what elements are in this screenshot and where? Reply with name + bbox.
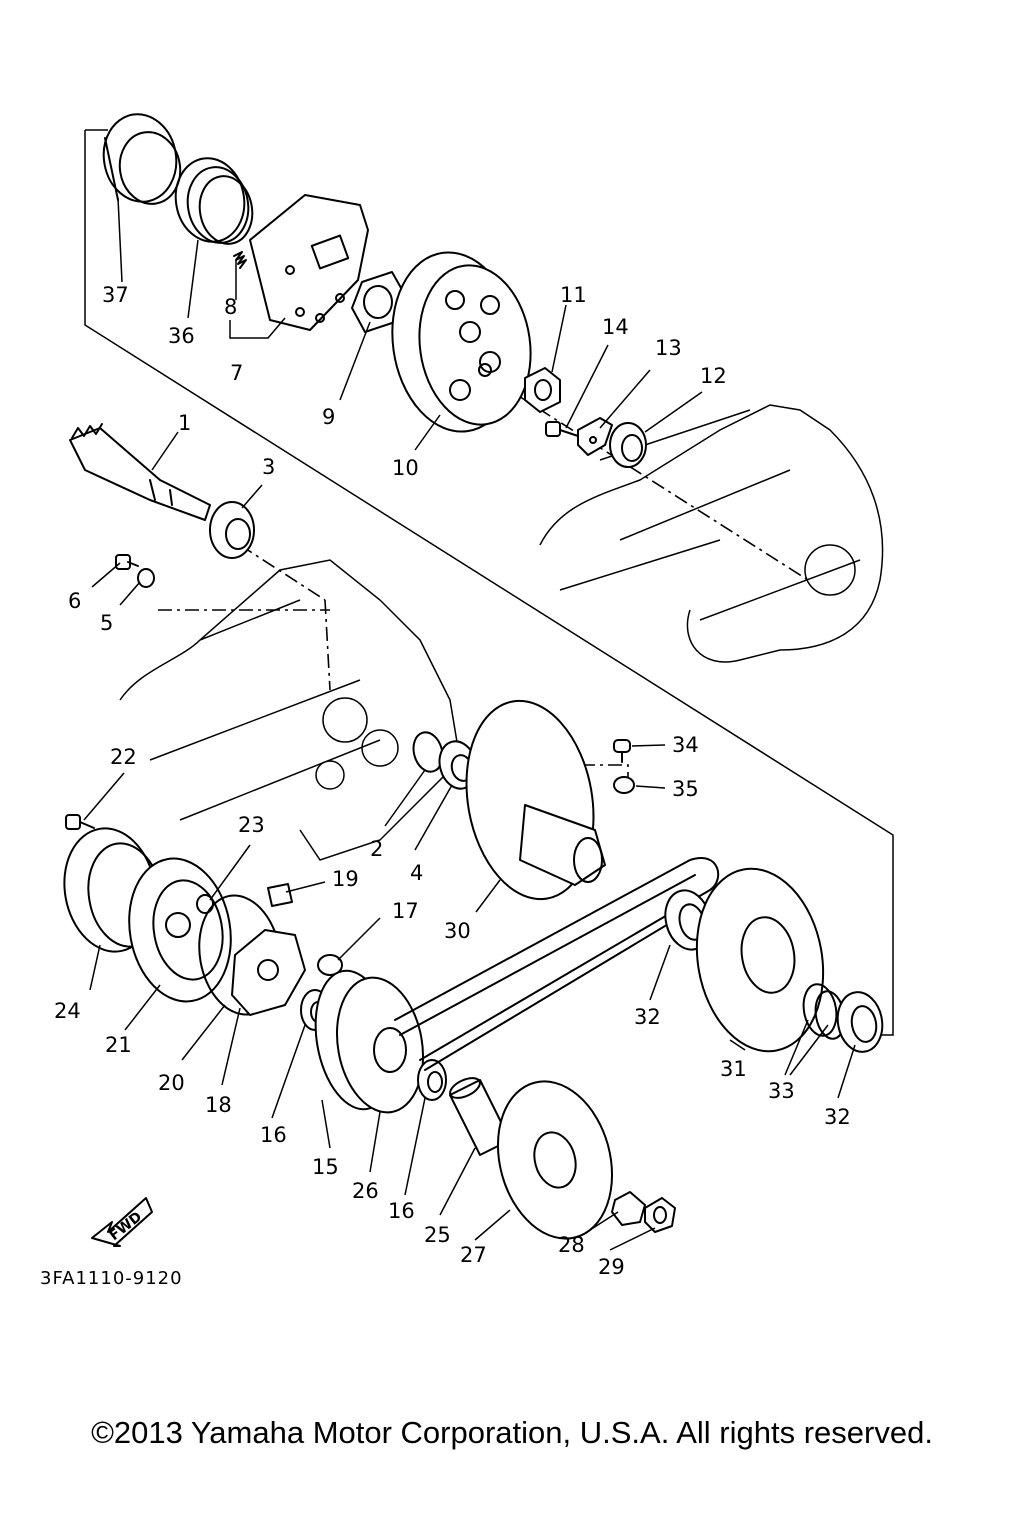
callout-6: 6 bbox=[68, 589, 81, 613]
callout-4: 4 bbox=[410, 861, 423, 885]
part-35-collar[interactable] bbox=[613, 776, 635, 794]
callout-15: 15 bbox=[312, 1155, 339, 1179]
part-2-circlip[interactable] bbox=[409, 729, 446, 775]
callout-16-left: 16 bbox=[260, 1123, 287, 1147]
callout-21: 21 bbox=[105, 1033, 132, 1057]
callout-25: 25 bbox=[424, 1223, 451, 1247]
callout-2: 2 bbox=[370, 837, 383, 861]
callout-20: 20 bbox=[158, 1071, 185, 1095]
part-27-fan-pulley[interactable] bbox=[481, 1068, 629, 1251]
crankcase-outline bbox=[119, 559, 461, 861]
part-30-sliding-sheave[interactable] bbox=[452, 691, 609, 909]
part-34-bolt[interactable] bbox=[613, 739, 631, 763]
part-37-clutch-cup[interactable] bbox=[97, 108, 186, 208]
callout-23: 23 bbox=[238, 813, 265, 837]
callout-3: 3 bbox=[262, 455, 275, 479]
callout-34: 34 bbox=[672, 733, 699, 757]
part-14-screw[interactable] bbox=[545, 421, 579, 437]
part-32-oil-seal-right[interactable] bbox=[833, 989, 887, 1056]
callout-26: 26 bbox=[352, 1179, 379, 1203]
callout-37: 37 bbox=[102, 283, 129, 307]
part-6-bolt[interactable] bbox=[115, 554, 139, 570]
part-v-belt[interactable] bbox=[394, 857, 720, 1071]
callout-14: 14 bbox=[602, 315, 629, 339]
callout-35: 35 bbox=[672, 777, 699, 801]
callout-29: 29 bbox=[598, 1255, 625, 1279]
fwd-label: FWD bbox=[106, 1209, 145, 1244]
callout-36: 36 bbox=[168, 324, 195, 348]
callout-13: 13 bbox=[655, 336, 682, 360]
callout-18: 18 bbox=[205, 1093, 232, 1117]
forward-arrow-icon: FWD bbox=[91, 1197, 153, 1247]
callout-33: 33 bbox=[768, 1079, 795, 1103]
part-18-slider-plate[interactable] bbox=[231, 929, 306, 1016]
part-22-screw[interactable] bbox=[65, 814, 95, 830]
part-11-nut[interactable] bbox=[524, 367, 561, 413]
callout-22: 22 bbox=[110, 745, 137, 769]
callout-1: 1 bbox=[178, 411, 191, 435]
callout-28: 28 bbox=[558, 1233, 585, 1257]
callout-8: 8 bbox=[224, 295, 237, 319]
part-8-small-spring[interactable] bbox=[233, 251, 247, 269]
part-36-clutch-spring[interactable] bbox=[169, 153, 257, 248]
callout-31: 31 bbox=[720, 1057, 747, 1081]
callout-5: 5 bbox=[100, 611, 113, 635]
callout-19: 19 bbox=[332, 867, 359, 891]
crankcase-cover-outline bbox=[539, 404, 884, 663]
callout-32-right: 32 bbox=[824, 1105, 851, 1129]
callout-labels: 37 36 8 7 9 10 11 14 13 12 1 3 6 5 22 34… bbox=[54, 283, 851, 1279]
part-28-washer[interactable] bbox=[611, 1191, 646, 1226]
callout-12: 12 bbox=[700, 364, 727, 388]
part-12-bearing[interactable] bbox=[609, 422, 647, 468]
leader-lines bbox=[83, 197, 856, 1251]
callout-17: 17 bbox=[392, 899, 419, 923]
callout-32-left: 32 bbox=[634, 1005, 661, 1029]
part-1-drive-shaft[interactable] bbox=[69, 423, 211, 521]
callout-9: 9 bbox=[322, 405, 335, 429]
callout-30: 30 bbox=[444, 919, 471, 943]
drawing-code: 3FA1110-9120 bbox=[40, 1268, 183, 1289]
part-7-clutch-carrier[interactable] bbox=[249, 194, 369, 331]
callout-10: 10 bbox=[392, 456, 419, 480]
callout-7: 7 bbox=[230, 361, 243, 385]
part-19-slider-block[interactable] bbox=[267, 883, 293, 907]
callout-24: 24 bbox=[54, 999, 81, 1023]
callout-11: 11 bbox=[560, 283, 587, 307]
part-29-nut[interactable] bbox=[644, 1197, 676, 1233]
part-3-bearing[interactable] bbox=[209, 501, 255, 559]
copyright-notice: ©2013 Yamaha Motor Corporation, U.S.A. A… bbox=[91, 1415, 933, 1450]
callout-27: 27 bbox=[460, 1243, 487, 1267]
part-5-washer[interactable] bbox=[137, 568, 155, 588]
part-31-secondary-sheave[interactable] bbox=[683, 859, 837, 1062]
part-17-weight[interactable] bbox=[317, 954, 343, 976]
part-23-slider[interactable] bbox=[196, 894, 214, 914]
callout-16-right: 16 bbox=[388, 1199, 415, 1223]
part-13-stopper-plate[interactable] bbox=[577, 417, 613, 456]
part-10-clutch-housing[interactable] bbox=[381, 244, 541, 440]
part-26-primary-fixed-sheave[interactable] bbox=[327, 971, 433, 1120]
